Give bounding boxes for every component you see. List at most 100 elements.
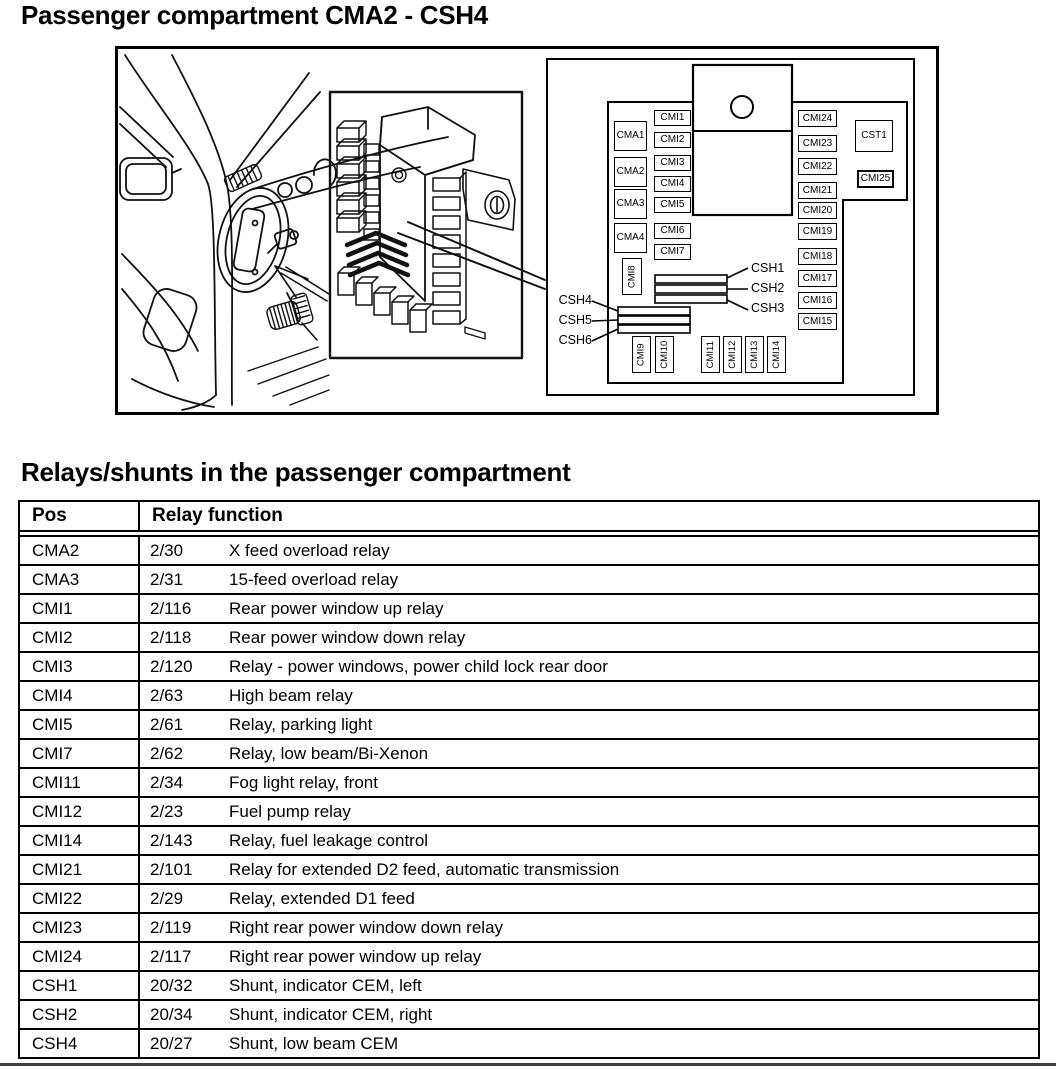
relay-box-label: CMI7 — [660, 246, 685, 257]
cell-pos: CMI7 — [18, 738, 140, 769]
relay-box-CMI2: CMI2 — [654, 132, 691, 148]
cell-relay-function: 2/116 Rear power window up relay — [138, 593, 1040, 624]
relay-box-CMI11: CMI11 — [701, 336, 720, 373]
relay-box-label: CMI13 — [748, 340, 760, 369]
relay-box-CMA2: CMA2 — [614, 157, 647, 187]
door-mirror — [119, 157, 182, 201]
component-code: 2/61 — [150, 714, 184, 734]
page-bottom-rule — [0, 1063, 1056, 1066]
component-code: 2/118 — [150, 627, 192, 647]
cell-relay-function: 2/31 15-feed overload relay — [138, 564, 1040, 595]
relay-box-CMA4: CMA4 — [614, 223, 647, 253]
page-title: Passenger compartment CMA2 - CSH4 — [21, 0, 488, 30]
fuse-row-bottom — [337, 266, 433, 333]
relay-box-CMI3: CMI3 — [654, 155, 691, 171]
relay-box-label: CMI10 — [658, 340, 670, 369]
cell-pos: CMI22 — [18, 883, 140, 914]
shunt-label-CSH4: CSH4 — [558, 293, 592, 307]
relay-box-CMI8: CMI8 — [622, 258, 642, 295]
cell-pos: CMI2 — [18, 622, 140, 653]
relay-box-CMI18: CMI18 — [798, 248, 837, 265]
shunt-label-CSH6: CSH6 — [558, 333, 592, 347]
table-row: CMI21 2/101 Relay for extended D2 feed, au… — [18, 854, 1040, 885]
fuse-stack-inner — [363, 143, 380, 241]
relay-box-label: CMI9 — [635, 343, 647, 366]
fusebox-pointer-arrow — [274, 265, 330, 302]
cell-pos: CMI1 — [18, 593, 140, 624]
relay-box-CMI4: CMI4 — [654, 176, 691, 192]
connector-fins — [344, 230, 411, 278]
relay-box-label: CMI6 — [660, 225, 685, 236]
component-code: 2/120 — [150, 656, 193, 676]
fuse-stack-left — [336, 120, 367, 233]
component-code: 2/117 — [150, 946, 192, 966]
car-interior-line-art — [119, 54, 546, 411]
function-text: Relay for extended D2 feed, automatic tr… — [229, 859, 620, 879]
relay-box-CMI7: CMI7 — [654, 244, 691, 260]
header-pos: Pos — [18, 500, 140, 532]
door-frame-lines — [119, 106, 174, 168]
relay-box-label: CMI24 — [802, 112, 833, 124]
steering-wheel — [216, 187, 290, 293]
cell-pos: CMI23 — [18, 912, 140, 943]
component-code: 2/143 — [150, 830, 193, 850]
component-code: 20/27 — [150, 1033, 193, 1053]
function-text: Rear power window up relay — [229, 598, 444, 618]
relay-box-CMA3: CMA3 — [614, 189, 647, 219]
cell-pos: CMI12 — [18, 796, 140, 827]
relay-box-CMI24: CMI24 — [798, 110, 837, 127]
relay-box-CMI1: CMI1 — [654, 110, 691, 126]
relay-box-CMI22: CMI22 — [798, 158, 837, 175]
relay-box-CMI21: CMI21 — [798, 182, 837, 199]
relay-box-label: CMI1 — [660, 112, 685, 123]
relay-box-CMA1: CMA1 — [614, 121, 647, 151]
function-text: Right rear power window down relay — [229, 917, 504, 937]
component-code: 2/31 — [150, 569, 184, 589]
relay-box-label: CMA1 — [616, 130, 645, 141]
relay-box-label: CMI23 — [802, 137, 833, 149]
relay-box-label: CMI3 — [660, 157, 685, 168]
relay-box-label: CMI14 — [770, 340, 782, 369]
shunt-label-CSH2: CSH2 — [751, 281, 785, 295]
relay-box-CMI25: CMI25 — [857, 170, 894, 188]
component-code: 2/30 — [150, 540, 184, 560]
ignition-switch — [267, 228, 299, 254]
relay-box-CMI19: CMI19 — [798, 223, 837, 240]
component-code: 2/62 — [150, 743, 184, 763]
cell-pos: CSH2 — [18, 999, 140, 1030]
function-text: X feed overload relay — [229, 540, 390, 560]
cell-pos: CMI21 — [18, 854, 140, 885]
function-text: Shunt, indicator CEM, left — [229, 975, 422, 995]
relay-box-label: CMI19 — [802, 225, 833, 237]
floor-hatch-lines — [247, 346, 330, 406]
cell-pos: CMI11 — [18, 767, 140, 798]
section-heading: Relays/shunts in the passenger compartme… — [21, 457, 571, 487]
function-text: 15-feed overload relay — [229, 569, 399, 589]
component-code: 2/101 — [150, 859, 193, 879]
function-text: Fuel pump relay — [229, 801, 351, 821]
relay-box-CMI15: CMI15 — [798, 313, 837, 330]
relay-box-label: CMI12 — [726, 340, 738, 369]
component-code: 2/116 — [150, 598, 192, 618]
